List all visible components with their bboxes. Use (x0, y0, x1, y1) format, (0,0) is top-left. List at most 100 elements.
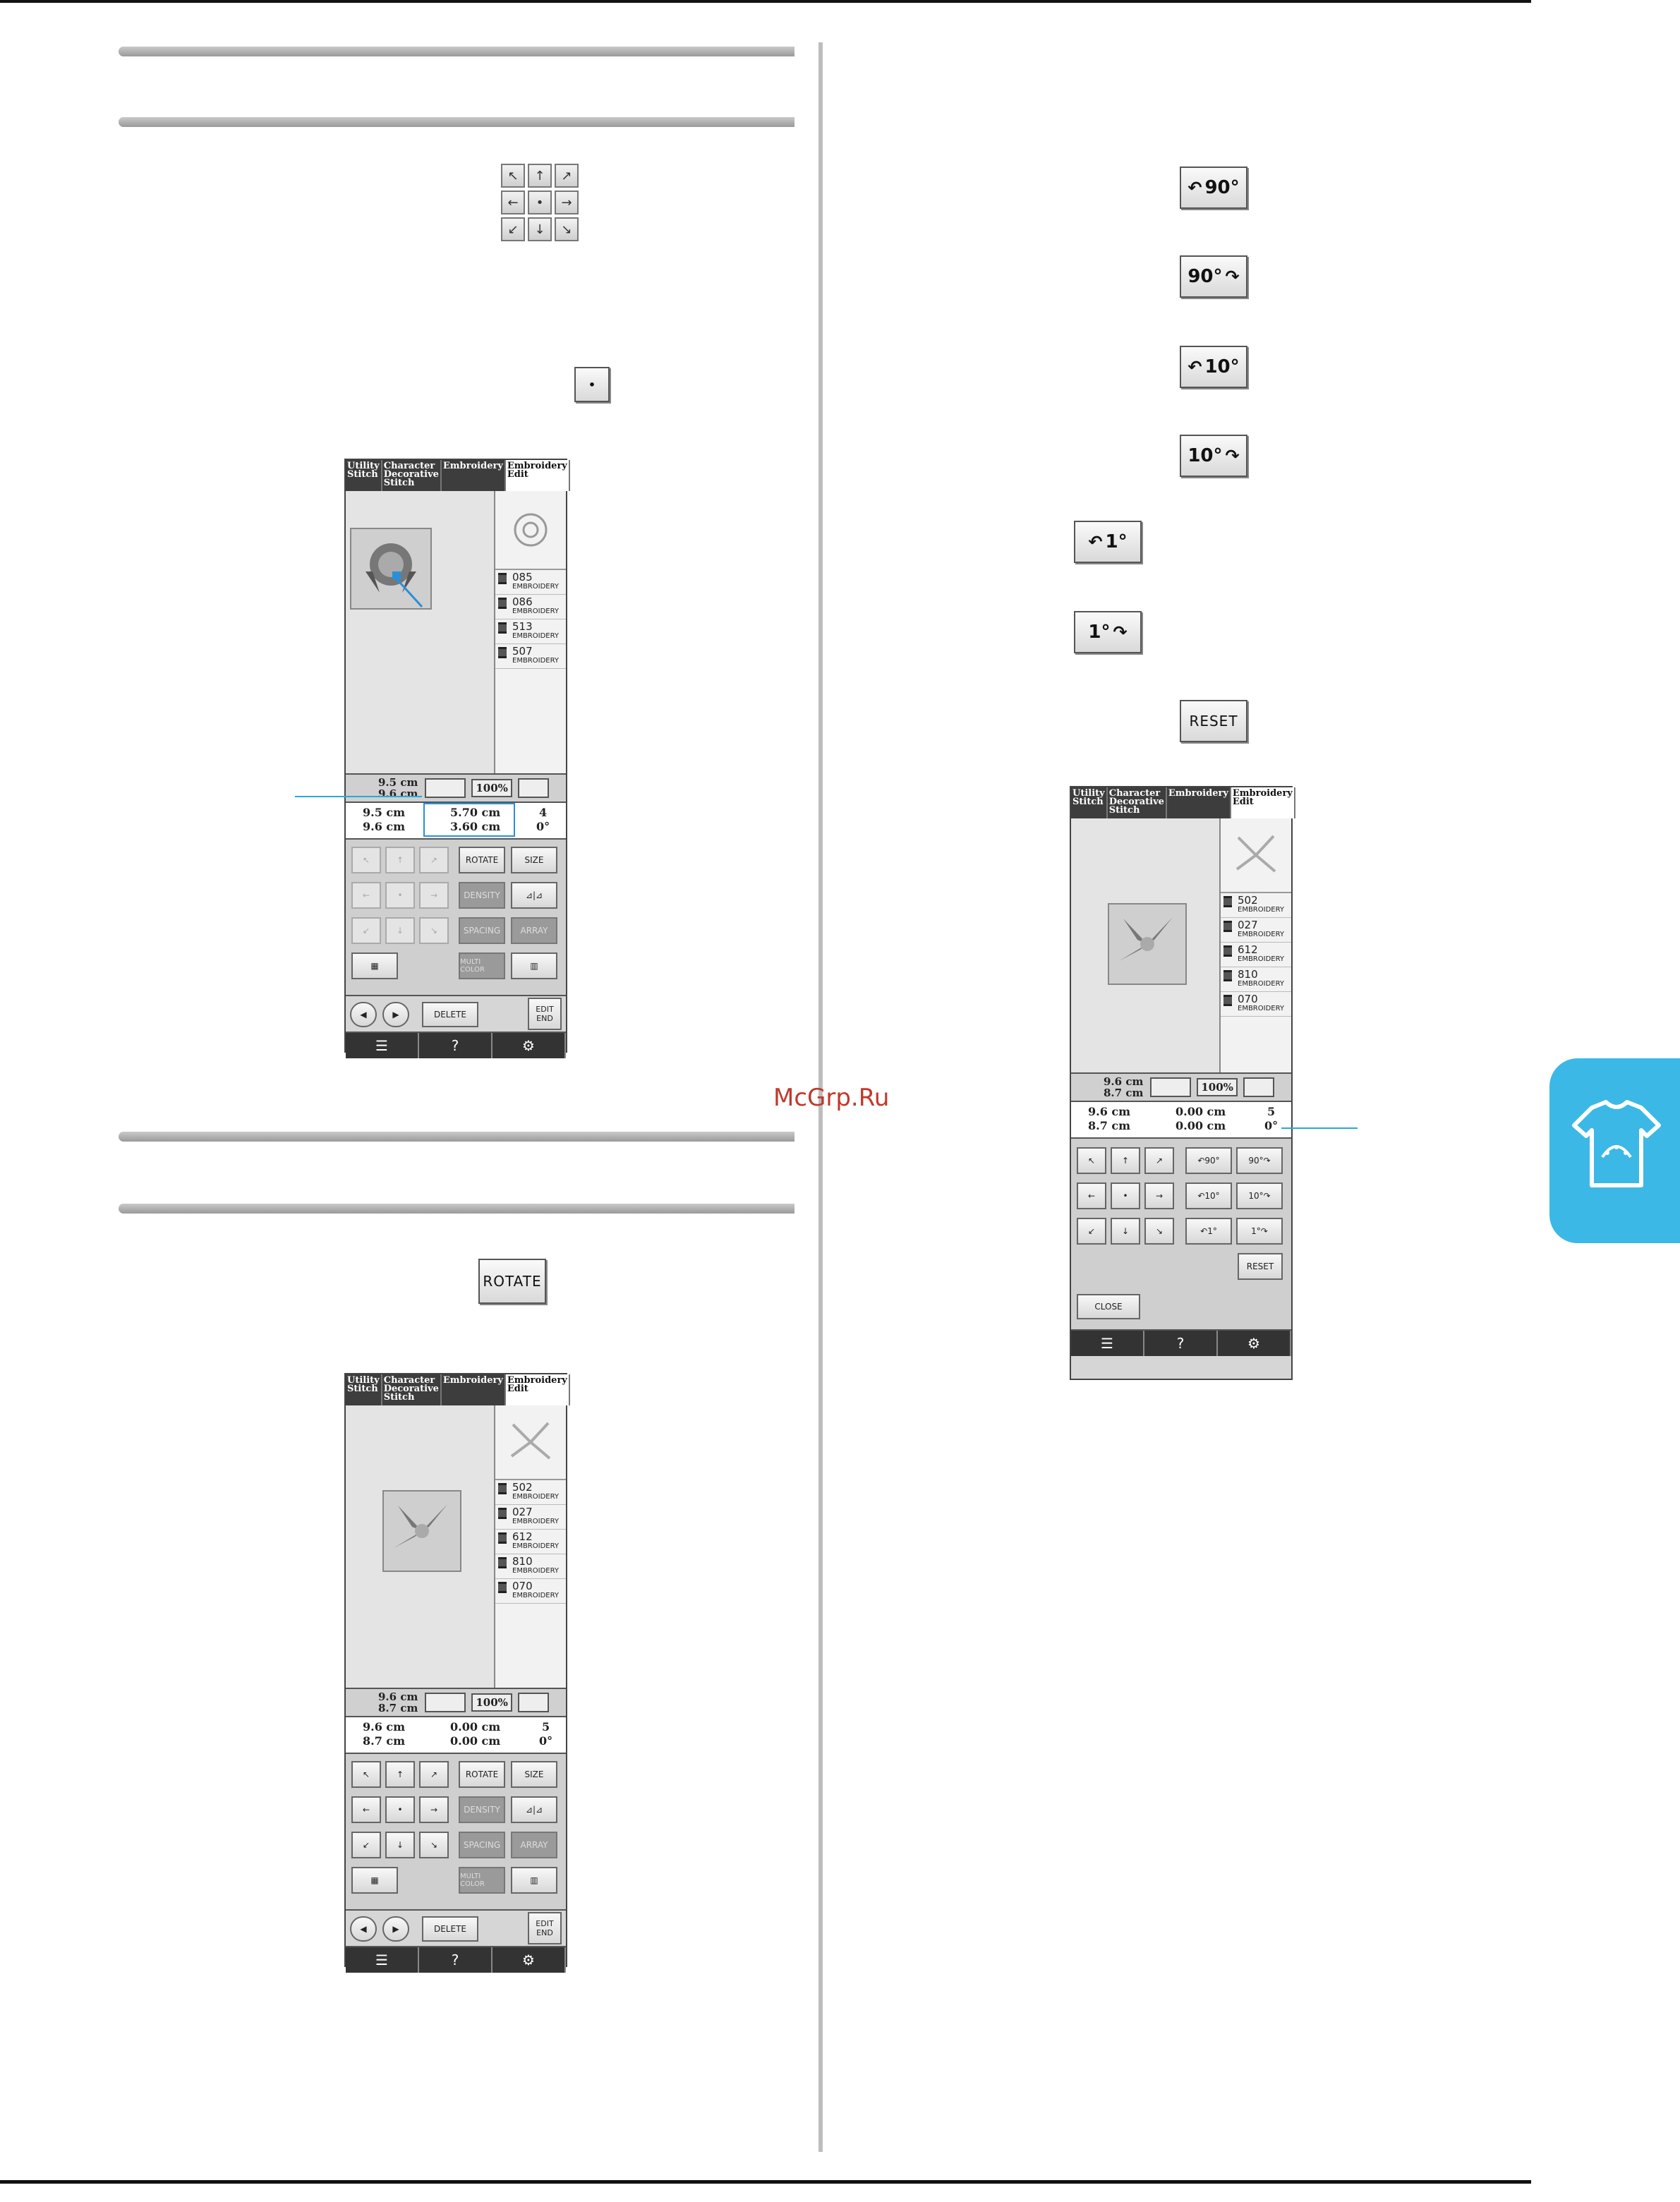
stitch-view-icon[interactable] (517, 778, 549, 798)
stitch-view-icon[interactable] (1243, 1077, 1274, 1097)
arrow-up-left-key[interactable]: ↖ (501, 164, 525, 188)
center-button[interactable]: • (385, 882, 415, 909)
arrow-right-key[interactable]: → (555, 190, 579, 214)
rotate-left-10-button[interactable]: ↶10° (1185, 1182, 1232, 1209)
rotate-right-90-button[interactable]: 90°↷ (1236, 1147, 1283, 1174)
move-up-left-button[interactable]: ↖ (351, 1761, 381, 1788)
arrow-down-right-key[interactable]: ↘ (555, 217, 579, 241)
tab-utility-stitch[interactable]: Utility Stitch (346, 1374, 382, 1405)
tab-embroidery[interactable]: Embroidery (442, 1374, 506, 1405)
move-left-button[interactable]: ← (351, 1796, 381, 1823)
help-icon[interactable]: ? (419, 1033, 492, 1058)
list-icon[interactable]: ☰ (346, 1033, 419, 1058)
mirror-button[interactable]: ⊿|⊿ (511, 882, 557, 909)
move-down-left-button[interactable]: ↙ (1077, 1218, 1106, 1245)
arrow-down-left-key[interactable]: ↙ (501, 217, 525, 241)
tab-utility-stitch[interactable]: Utility Stitch (346, 460, 382, 491)
list-icon[interactable]: ☰ (1071, 1331, 1144, 1356)
frame-icon[interactable] (1150, 1077, 1192, 1097)
rotate-left-90-button[interactable]: ↶90° (1180, 167, 1247, 209)
array-button[interactable]: ARRAY (511, 917, 557, 944)
help-icon[interactable]: ? (1144, 1331, 1218, 1356)
edit-end-button[interactable]: EDIT END (528, 1912, 562, 1944)
prev-button[interactable]: ◀ (350, 1916, 377, 1942)
move-down-button[interactable]: ↓ (385, 917, 415, 944)
center-button[interactable]: • (1111, 1182, 1140, 1209)
center-button[interactable]: • (385, 1796, 415, 1823)
tab-embroidery-edit[interactable]: Embroidery Edit (505, 460, 570, 491)
rotate-right-10-button[interactable]: 10°↷ (1180, 435, 1247, 477)
tab-embroidery-edit[interactable]: Embroidery Edit (505, 1374, 570, 1405)
settings-icon[interactable]: ⚙ (492, 1033, 566, 1058)
move-up-left-button[interactable]: ↖ (1077, 1147, 1106, 1174)
move-down-left-button[interactable]: ↙ (351, 917, 381, 944)
reset-button[interactable]: RESET (1180, 700, 1247, 742)
prev-button[interactable]: ◀ (350, 1002, 377, 1027)
tab-character-decorative-stitch[interactable]: Character Decorative Stitch (382, 1374, 442, 1405)
tab-utility-stitch[interactable]: Utility Stitch (1071, 787, 1108, 818)
rotate-right-1-button[interactable]: 1°↷ (1236, 1218, 1283, 1245)
next-button[interactable]: ▶ (382, 1916, 409, 1942)
rotate-button[interactable]: ROTATE (459, 847, 505, 873)
move-right-button[interactable]: → (419, 882, 449, 909)
list-icon[interactable]: ☰ (346, 1947, 419, 1973)
center-button[interactable]: • (574, 367, 610, 402)
move-down-button[interactable]: ↓ (1111, 1218, 1140, 1245)
reset-button[interactable]: RESET (1238, 1253, 1283, 1280)
layout-grid-button[interactable]: ▦ (351, 952, 398, 979)
delete-button[interactable]: DELETE (422, 1002, 478, 1027)
stitch-view-icon[interactable] (517, 1693, 549, 1712)
rotate-left-90-button[interactable]: ↶90° (1185, 1147, 1232, 1174)
move-right-button[interactable]: → (1144, 1182, 1174, 1209)
size-button[interactable]: SIZE (511, 847, 557, 873)
frame-icon[interactable] (425, 778, 466, 798)
move-down-right-button[interactable]: ↘ (419, 1832, 449, 1858)
arrow-up-key[interactable]: ↑ (528, 164, 552, 188)
thread-color-button[interactable]: ▥ (511, 1867, 557, 1894)
delete-button[interactable]: DELETE (422, 1916, 478, 1942)
move-right-button[interactable]: → (419, 1796, 449, 1823)
rotate-left-1-button[interactable]: ↶1° (1185, 1218, 1232, 1245)
arrow-up-right-key[interactable]: ↗ (555, 164, 579, 188)
zoom-button[interactable]: 100% (1197, 1078, 1238, 1096)
frame-icon[interactable] (425, 1693, 466, 1712)
move-up-left-button[interactable]: ↖ (351, 847, 381, 873)
move-up-right-button[interactable]: ↗ (419, 847, 449, 873)
multi-color-button[interactable]: MULTI COLOR (459, 952, 505, 979)
tab-embroidery[interactable]: Embroidery (442, 460, 506, 491)
move-up-button[interactable]: ↑ (385, 847, 415, 873)
next-button[interactable]: ▶ (382, 1002, 409, 1027)
move-up-right-button[interactable]: ↗ (419, 1761, 449, 1788)
zoom-button[interactable]: 100% (471, 1693, 512, 1712)
zoom-button[interactable]: 100% (471, 779, 512, 797)
move-left-button[interactable]: ← (351, 882, 381, 909)
move-left-button[interactable]: ← (1077, 1182, 1106, 1209)
multi-color-button[interactable]: MULTI COLOR (459, 1867, 505, 1894)
layout-grid-button[interactable]: ▦ (351, 1867, 398, 1894)
spacing-button[interactable]: SPACING (459, 917, 505, 944)
rotate-left-10-button[interactable]: ↶10° (1180, 346, 1247, 388)
mirror-button[interactable]: ⊿|⊿ (511, 1796, 557, 1823)
rotate-button[interactable]: ROTATE (478, 1259, 546, 1304)
size-button[interactable]: SIZE (511, 1761, 557, 1788)
tab-character-decorative-stitch[interactable]: Character Decorative Stitch (382, 460, 442, 491)
close-button[interactable]: CLOSE (1077, 1294, 1140, 1319)
tab-embroidery-edit[interactable]: Embroidery Edit (1231, 787, 1295, 818)
move-up-button[interactable]: ↑ (1111, 1147, 1140, 1174)
rotate-right-90-button[interactable]: 90°↷ (1180, 255, 1247, 298)
density-button[interactable]: DENSITY (459, 882, 505, 909)
settings-icon[interactable]: ⚙ (1218, 1331, 1291, 1356)
move-down-button[interactable]: ↓ (385, 1832, 415, 1858)
rotate-button[interactable]: ROTATE (459, 1761, 505, 1788)
rotate-right-10-button[interactable]: 10°↷ (1236, 1182, 1283, 1209)
rotate-left-1-button[interactable]: ↶1° (1074, 521, 1142, 563)
move-up-right-button[interactable]: ↗ (1144, 1147, 1174, 1174)
help-icon[interactable]: ? (419, 1947, 492, 1973)
thread-color-button[interactable]: ▥ (511, 952, 557, 979)
spacing-button[interactable]: SPACING (459, 1832, 505, 1858)
rotate-right-1-button[interactable]: 1°↷ (1074, 611, 1142, 653)
tab-character-decorative-stitch[interactable]: Character Decorative Stitch (1108, 787, 1167, 818)
move-down-left-button[interactable]: ↙ (351, 1832, 381, 1858)
density-button[interactable]: DENSITY (459, 1796, 505, 1823)
array-button[interactable]: ARRAY (511, 1832, 557, 1858)
